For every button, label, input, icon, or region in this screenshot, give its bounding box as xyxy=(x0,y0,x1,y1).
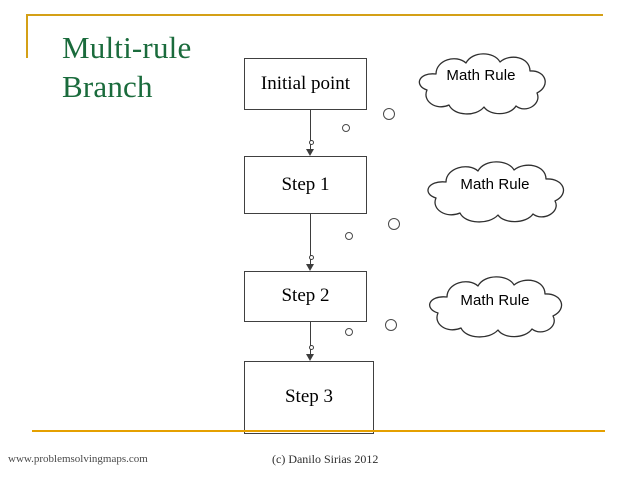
cloud-shape-icon xyxy=(427,161,565,223)
thought-cloud-label: Math Rule xyxy=(460,292,530,309)
flow-box-label: Step 1 xyxy=(281,173,330,195)
page-title: Multi-rule Branch xyxy=(62,28,242,106)
thought-cloud-math-rule-3[interactable]: Math Rule xyxy=(416,270,574,340)
flow-box-label: Step 2 xyxy=(281,285,330,307)
footer-website[interactable]: www.problemsolvingmaps.com xyxy=(8,453,148,465)
thought-trail-bubble-icon xyxy=(385,319,397,331)
down-arrow-icon-step2-to-step3 xyxy=(305,322,317,361)
thought-trail-bubble-icon xyxy=(345,232,353,240)
down-arrow-icon-step1-to-step2 xyxy=(305,214,317,271)
page-title-line-2: Branch xyxy=(62,69,153,104)
accent-rule-bottom xyxy=(32,430,605,432)
arrow-stem xyxy=(310,214,312,264)
thought-trail-bubble-icon xyxy=(383,108,395,120)
flow-box-step-1[interactable]: Step 1 xyxy=(244,156,367,214)
thought-trail-bubble-icon xyxy=(345,328,353,336)
cloud-shape-icon xyxy=(418,53,546,115)
arrow-midpoint-marker xyxy=(309,140,314,145)
thought-cloud-math-rule-2[interactable]: Math Rule xyxy=(414,155,576,225)
flow-box-label: Step 3 xyxy=(284,386,334,408)
flow-box-step-3[interactable]: Step 3 xyxy=(244,361,374,434)
thought-trail-bubble-icon xyxy=(388,218,400,230)
thought-cloud-label: Math Rule xyxy=(460,176,530,193)
page-title-line-1: Multi-rule xyxy=(62,30,192,65)
arrow-stem xyxy=(310,322,312,354)
footer-copyright: (c) Danilo Sirias 2012 xyxy=(272,452,379,466)
cloud-shape-icon xyxy=(429,276,563,338)
arrow-midpoint-marker xyxy=(309,255,314,260)
arrow-head xyxy=(306,354,314,361)
arrow-stem xyxy=(310,110,312,149)
flow-box-label: Initial point xyxy=(260,72,351,94)
flow-box-step-2[interactable]: Step 2 xyxy=(244,271,367,322)
arrow-head xyxy=(306,264,314,271)
thought-cloud-math-rule-1[interactable]: Math Rule xyxy=(406,46,556,118)
accent-rule-top xyxy=(26,14,603,16)
down-arrow-icon-initial-to-step1 xyxy=(305,110,317,156)
arrow-midpoint-marker xyxy=(309,345,314,350)
arrow-head xyxy=(306,149,314,156)
thought-trail-bubble-icon xyxy=(342,124,350,132)
flow-box-initial-point[interactable]: Initial point xyxy=(244,58,367,110)
accent-rule-left xyxy=(26,14,28,58)
thought-cloud-label: Math Rule xyxy=(446,67,516,84)
